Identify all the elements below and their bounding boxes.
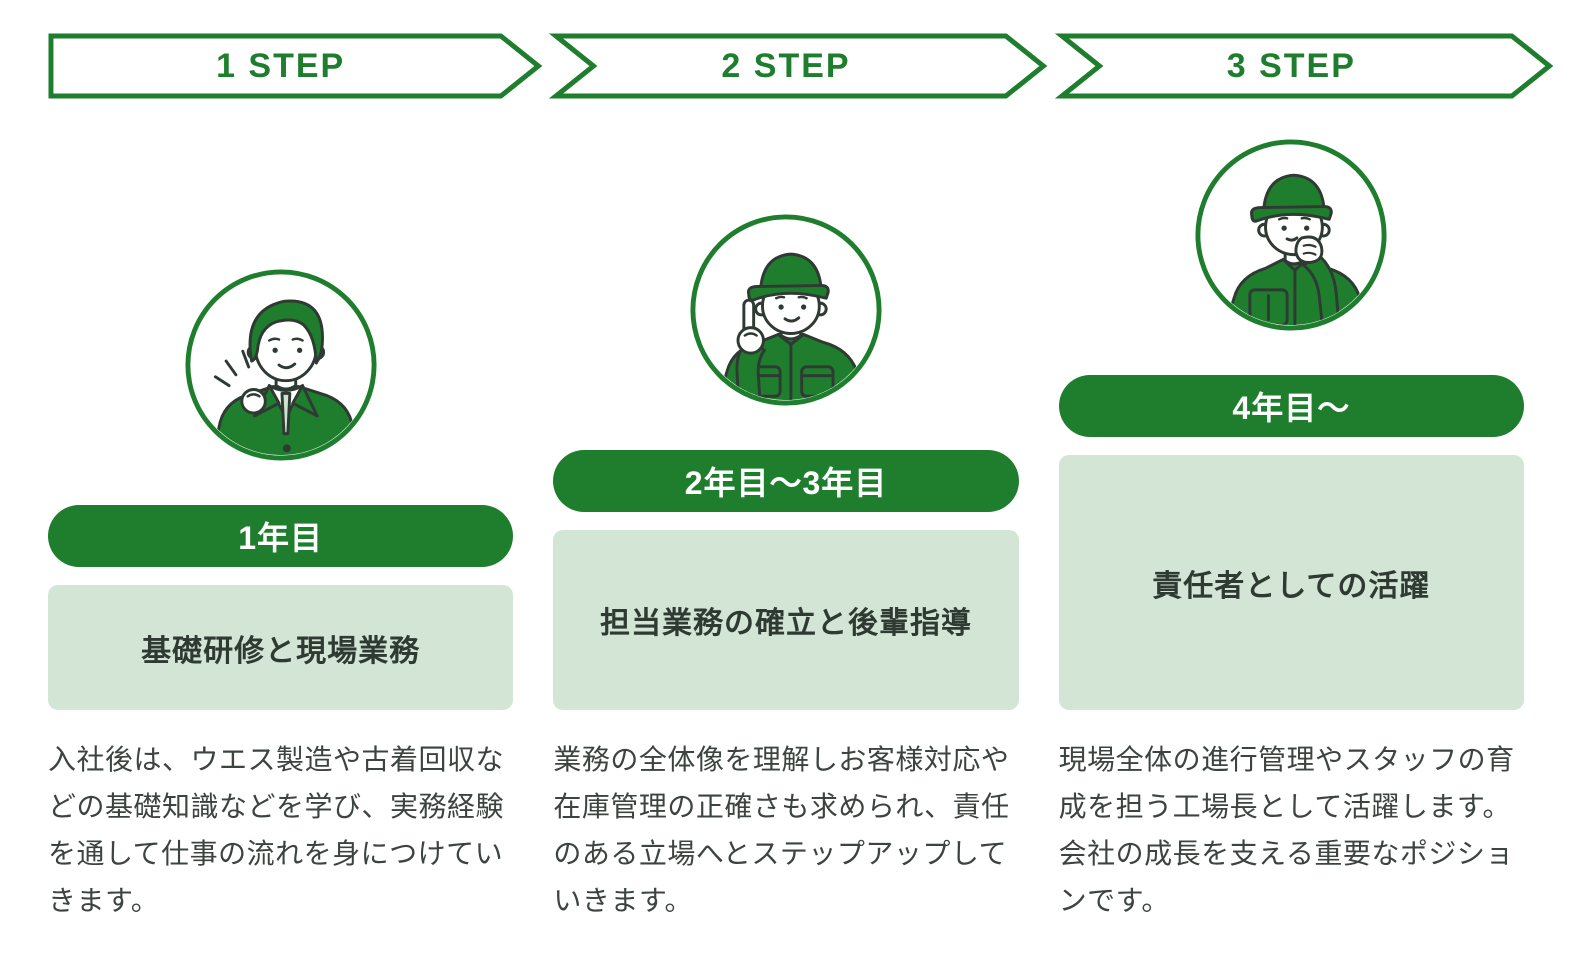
- step2-banner: 2 STEP: [549, 33, 1048, 99]
- step3-column: 3 STEP: [1054, 33, 1554, 960]
- step2-period-badge: 2年目〜3年目: [553, 450, 1019, 512]
- step2-column: 2 STEP: [549, 33, 1048, 960]
- step3-upper-section: 3 STEP: [1054, 33, 1554, 710]
- step2-arrow-shape: [549, 33, 1048, 99]
- step2-banner-label: 2 STEP: [721, 46, 851, 85]
- factory-manager-thinking-illustration-icon: [1193, 137, 1389, 333]
- step3-banner-label: 3 STEP: [1226, 46, 1356, 85]
- step2-description: 業務の全体像を理解しお客様対応や在庫管理の正確さも求められ、責任のある立場へとス…: [553, 744, 1010, 916]
- step1-role-box: 基礎研修と現場業務: [48, 585, 514, 710]
- new-employee-suit-illustration-icon: [183, 267, 379, 463]
- step3-role-box: 責任者としての活躍: [1058, 455, 1524, 710]
- step2-upper-section: 2 STEP: [549, 33, 1048, 710]
- step1-stack: 1年目 基礎研修と現場業務: [48, 267, 514, 710]
- step1-upper-section: 1 STEP: [48, 33, 543, 710]
- step1-arrow-shape: [48, 33, 543, 99]
- step1-column: 1 STEP: [48, 33, 543, 960]
- step1-banner-label: 1 STEP: [216, 46, 346, 85]
- step1-period-badge: 1年目: [48, 505, 514, 567]
- step3-description: 現場全体の進行管理やスタッフの育成を担う工場長として活躍します。会社の成長を支え…: [1058, 744, 1515, 916]
- step3-period-badge: 4年目〜: [1058, 375, 1524, 437]
- step1-description: 入社後は、ウエス製造や古着回収などの基礎知識などを学び、実務経験を通して仕事の流…: [48, 744, 505, 916]
- step3-stack: 4年目〜 責任者としての活躍: [1058, 137, 1524, 710]
- worker-pointing-up-illustration-icon: [688, 212, 884, 408]
- step3-arrow-shape: [1054, 33, 1554, 99]
- step2-stack: 2年目〜3年目 担当業務の確立と後輩指導: [553, 212, 1019, 710]
- step1-banner: 1 STEP: [48, 33, 543, 99]
- step3-banner: 3 STEP: [1054, 33, 1554, 99]
- step2-role-box: 担当業務の確立と後輩指導: [553, 530, 1019, 710]
